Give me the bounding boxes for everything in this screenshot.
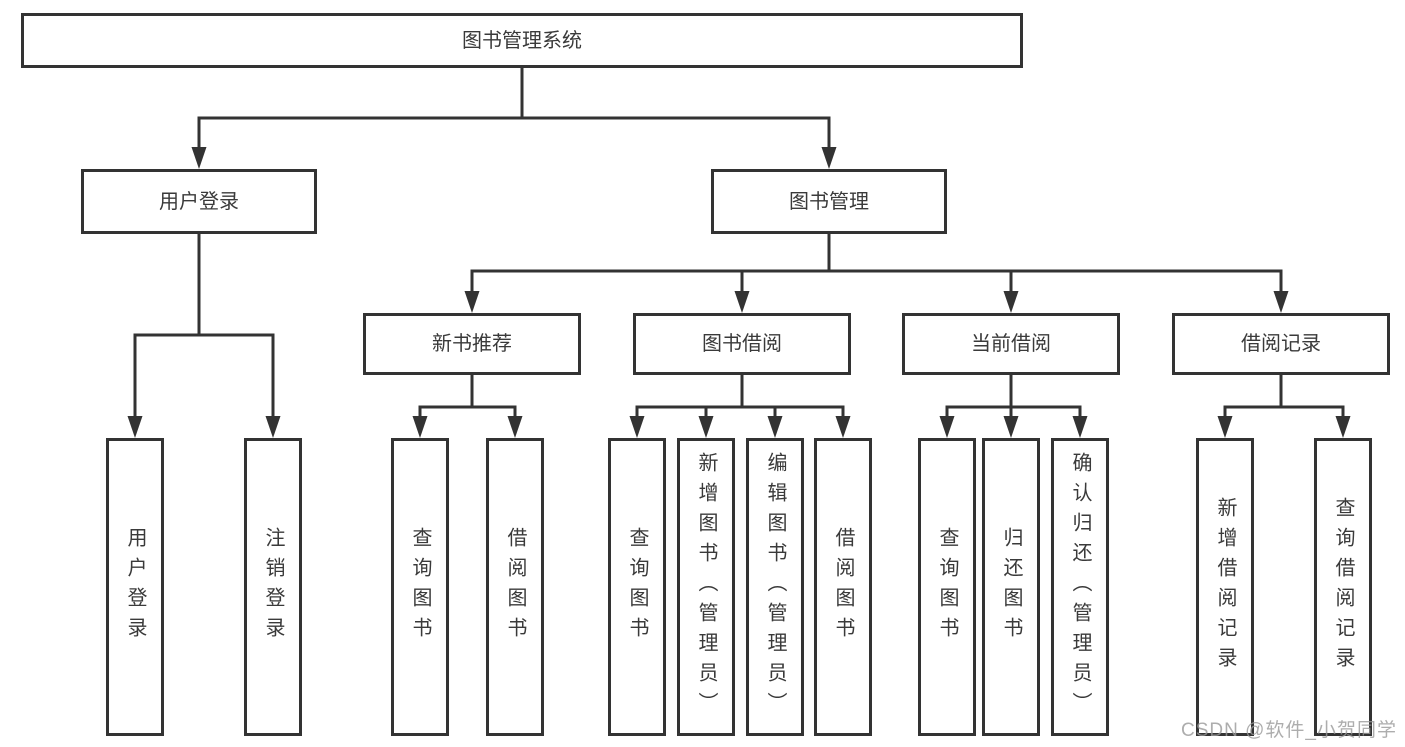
node-current-borrowing: 当前借阅 bbox=[902, 313, 1120, 375]
connector-user-login-children bbox=[127, 234, 281, 438]
node-root: 图书管理系统 bbox=[21, 13, 1023, 68]
leaf-borrowing-query-books: 查询图书 bbox=[608, 438, 666, 736]
leaf-borrowing-borrow-books: 借阅图书 bbox=[814, 438, 872, 736]
connector-new-book-recommend-children bbox=[412, 375, 523, 438]
node-user-login: 用户登录 bbox=[81, 169, 317, 234]
watermark: CSDN @软件_小贺同学 bbox=[1181, 720, 1397, 741]
leaf-current-confirm-return-admin: 确认归还（管理员） bbox=[1051, 438, 1109, 736]
leaf-recommend-borrow-books: 借阅图书 bbox=[486, 438, 544, 736]
connector-borrowing-records-children bbox=[1217, 375, 1351, 438]
node-book-management: 图书管理 bbox=[711, 169, 947, 234]
connector-book-borrowing-children bbox=[629, 375, 851, 438]
leaf-records-query-record: 查询借阅记录 bbox=[1314, 438, 1372, 736]
leaf-user-login: 用户登录 bbox=[106, 438, 164, 736]
node-book-borrowing: 图书借阅 bbox=[633, 313, 851, 375]
leaf-borrowing-add-books-admin: 新增图书（管理员） bbox=[677, 438, 735, 736]
node-borrowing-records: 借阅记录 bbox=[1172, 313, 1390, 375]
leaf-recommend-query-books: 查询图书 bbox=[391, 438, 449, 736]
leaf-current-query-books: 查询图书 bbox=[918, 438, 976, 736]
connector-root-to-level2 bbox=[191, 68, 837, 169]
leaf-borrowing-edit-books-admin: 编辑图书（管理员） bbox=[746, 438, 804, 736]
leaf-records-add-record: 新增借阅记录 bbox=[1196, 438, 1254, 736]
node-new-book-recommend: 新书推荐 bbox=[363, 313, 581, 375]
connector-current-borrowing-children bbox=[939, 375, 1088, 438]
leaf-logout: 注销登录 bbox=[244, 438, 302, 736]
leaf-current-return-books: 归还图书 bbox=[982, 438, 1040, 736]
connector-book-management-children bbox=[464, 234, 1289, 313]
